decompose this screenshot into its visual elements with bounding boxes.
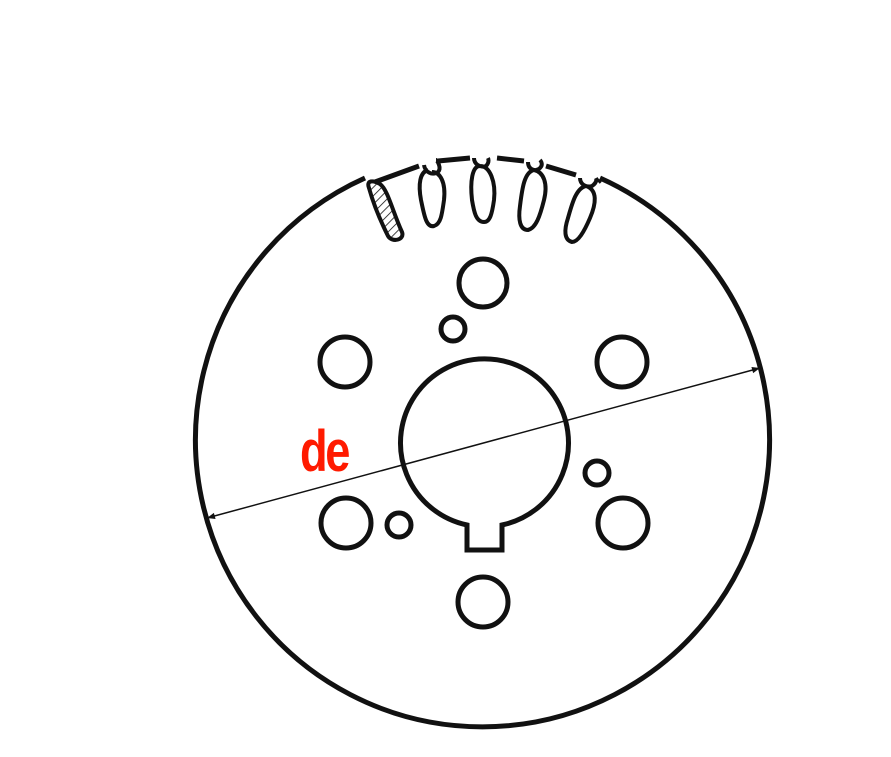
- hole-lower-left: [318, 495, 374, 551]
- hole-bottom: [455, 574, 511, 630]
- diameter-dimension-line: [206, 367, 761, 519]
- hole-upper-left: [317, 334, 373, 390]
- slot-3: [469, 157, 497, 224]
- hole-lower-right: [595, 495, 651, 551]
- pin-top: [438, 314, 468, 344]
- rotor-slots: [366, 157, 599, 244]
- hole-top: [456, 256, 510, 310]
- bolt-holes: [317, 256, 651, 630]
- slot-2: [417, 158, 447, 229]
- pin-left: [384, 510, 414, 540]
- slot-4: [517, 158, 548, 232]
- hole-upper-right: [594, 334, 650, 390]
- rim-segments: [374, 155, 602, 185]
- pin-holes: [384, 314, 612, 540]
- diameter-label: de: [300, 419, 350, 484]
- slot-1: [366, 179, 405, 242]
- slot-5: [563, 177, 599, 244]
- central-bore: [398, 356, 571, 553]
- outer-circle: [193, 175, 772, 730]
- pin-right: [582, 458, 612, 488]
